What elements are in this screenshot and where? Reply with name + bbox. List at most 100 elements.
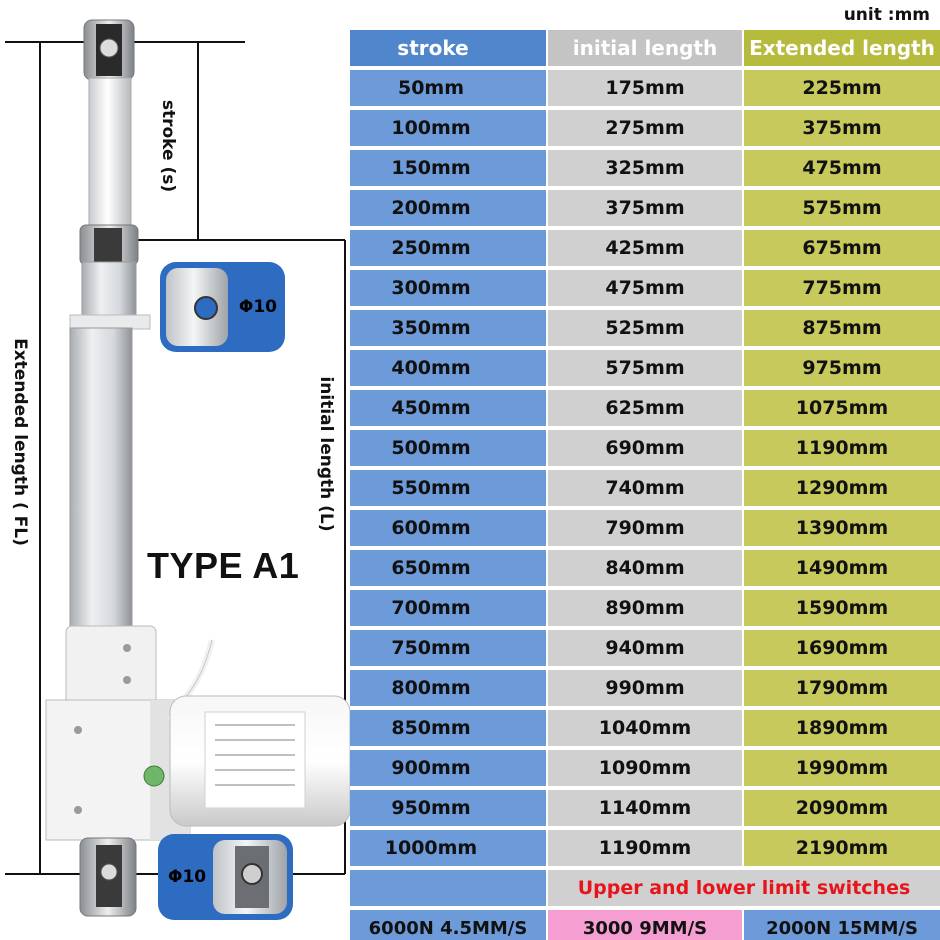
extended-length-cell: 575mm [744,190,940,226]
initial-length-cell: 325mm [548,150,742,186]
stroke-cell: 400mm [350,350,546,386]
stroke-cell: 350mm [350,310,546,346]
stroke-cell: 650mm [350,550,546,586]
header-extended-length: Extended length [744,30,940,66]
gearbox-housing [45,625,191,841]
extended-length-cell: 775mm [744,270,940,306]
stroke-cell: 50mm [350,70,546,106]
extended-length-cell: 1190mm [744,430,940,466]
top-pin-detail: Φ10 [160,262,285,352]
initial-length-cell: 575mm [548,350,742,386]
extended-length-cell: 2190mm [744,830,940,866]
actuator-illustration: stroke (s) Extended length ( FL) initial… [0,0,350,940]
speed-option-3: 2000N 15MM/S [744,910,940,940]
inner-rod [88,77,132,239]
initial-length-cell: 1040mm [548,710,742,746]
extended-length-cell: 375mm [744,110,940,146]
initial-length-cell: 840mm [548,550,742,586]
stroke-cell: 450mm [350,390,546,426]
limit-row-spacer [350,870,546,906]
extended-length-cell: 875mm [744,310,940,346]
stroke-dimension-label: stroke (s) [158,99,178,193]
initial-length-cell: 525mm [548,310,742,346]
extended-length-cell: 1075mm [744,390,940,426]
stroke-cell: 600mm [350,510,546,546]
extended-length-cell: 1990mm [744,750,940,786]
extended-length-cell: 1290mm [744,470,940,506]
initial-length-cell: 275mm [548,110,742,146]
initial-length-cell: 990mm [548,670,742,706]
stroke-cell: 1000mm [350,830,546,866]
initial-length-cell: 1140mm [548,790,742,826]
initial-length-cell: 690mm [548,430,742,466]
limit-switch-note: Upper and lower limit switches [548,870,940,906]
stroke-cell: 750mm [350,630,546,666]
initial-length-cell: 940mm [548,630,742,666]
stroke-cell: 700mm [350,590,546,626]
speed-row: 6000N 4.5MM/S 3000 9MM/S 2000N 15MM/S [350,910,940,940]
type-label: TYPE A1 [147,545,300,586]
stroke-cell: 950mm [350,790,546,826]
pin-hole-icon [194,296,218,320]
top-clevis [83,19,135,81]
unit-label: unit :mm [843,5,930,25]
header-initial-length: initial length [548,30,742,66]
pin-hole-icon [235,846,269,908]
table-header-row: stroke initial length Extended length [350,30,940,66]
initial-length-cell: 1190mm [548,830,742,866]
stroke-cell: 100mm [350,110,546,146]
stroke-cell: 850mm [350,710,546,746]
bottom-clevis [79,837,137,917]
initial-length-cell: 625mm [548,390,742,426]
outer-tube [69,327,133,629]
initial-length-cell: 740mm [548,470,742,506]
stroke-cell: 900mm [350,750,546,786]
speed-option-1: 6000N 4.5MM/S [350,910,546,940]
speed-option-2: 3000 9MM/S [548,910,742,940]
bottom-pin-label: Φ10 [168,867,207,887]
rod-collar [79,224,139,266]
initial-length-cell: 790mm [548,510,742,546]
stroke-cell: 250mm [350,230,546,266]
extended-length-cell: 675mm [744,230,940,266]
tube-top [81,261,137,321]
extended-length-cell: 2090mm [744,790,940,826]
initial-length-label: initial length (L) [316,376,336,532]
extended-length-cell: 1590mm [744,590,940,626]
extended-length-cell: 225mm [744,70,940,106]
stroke-cell: 800mm [350,670,546,706]
bottom-pin-detail: Φ10 [158,834,293,920]
initial-length-cell: 425mm [548,230,742,266]
actuator-drawing [5,19,350,917]
stroke-cell: 550mm [350,470,546,506]
motor [143,695,350,827]
extended-length-cell: 1690mm [744,630,940,666]
top-pin-label: Φ10 [238,297,277,317]
tube-ring [69,314,151,330]
stroke-cell: 300mm [350,270,546,306]
initial-length-cell: 890mm [548,590,742,626]
extended-length-label: Extended length ( FL) [10,338,30,546]
top-pin-photo [166,268,228,346]
stroke-cell: 500mm [350,430,546,466]
initial-length-cell: 475mm [548,270,742,306]
extended-length-cell: 1890mm [744,710,940,746]
